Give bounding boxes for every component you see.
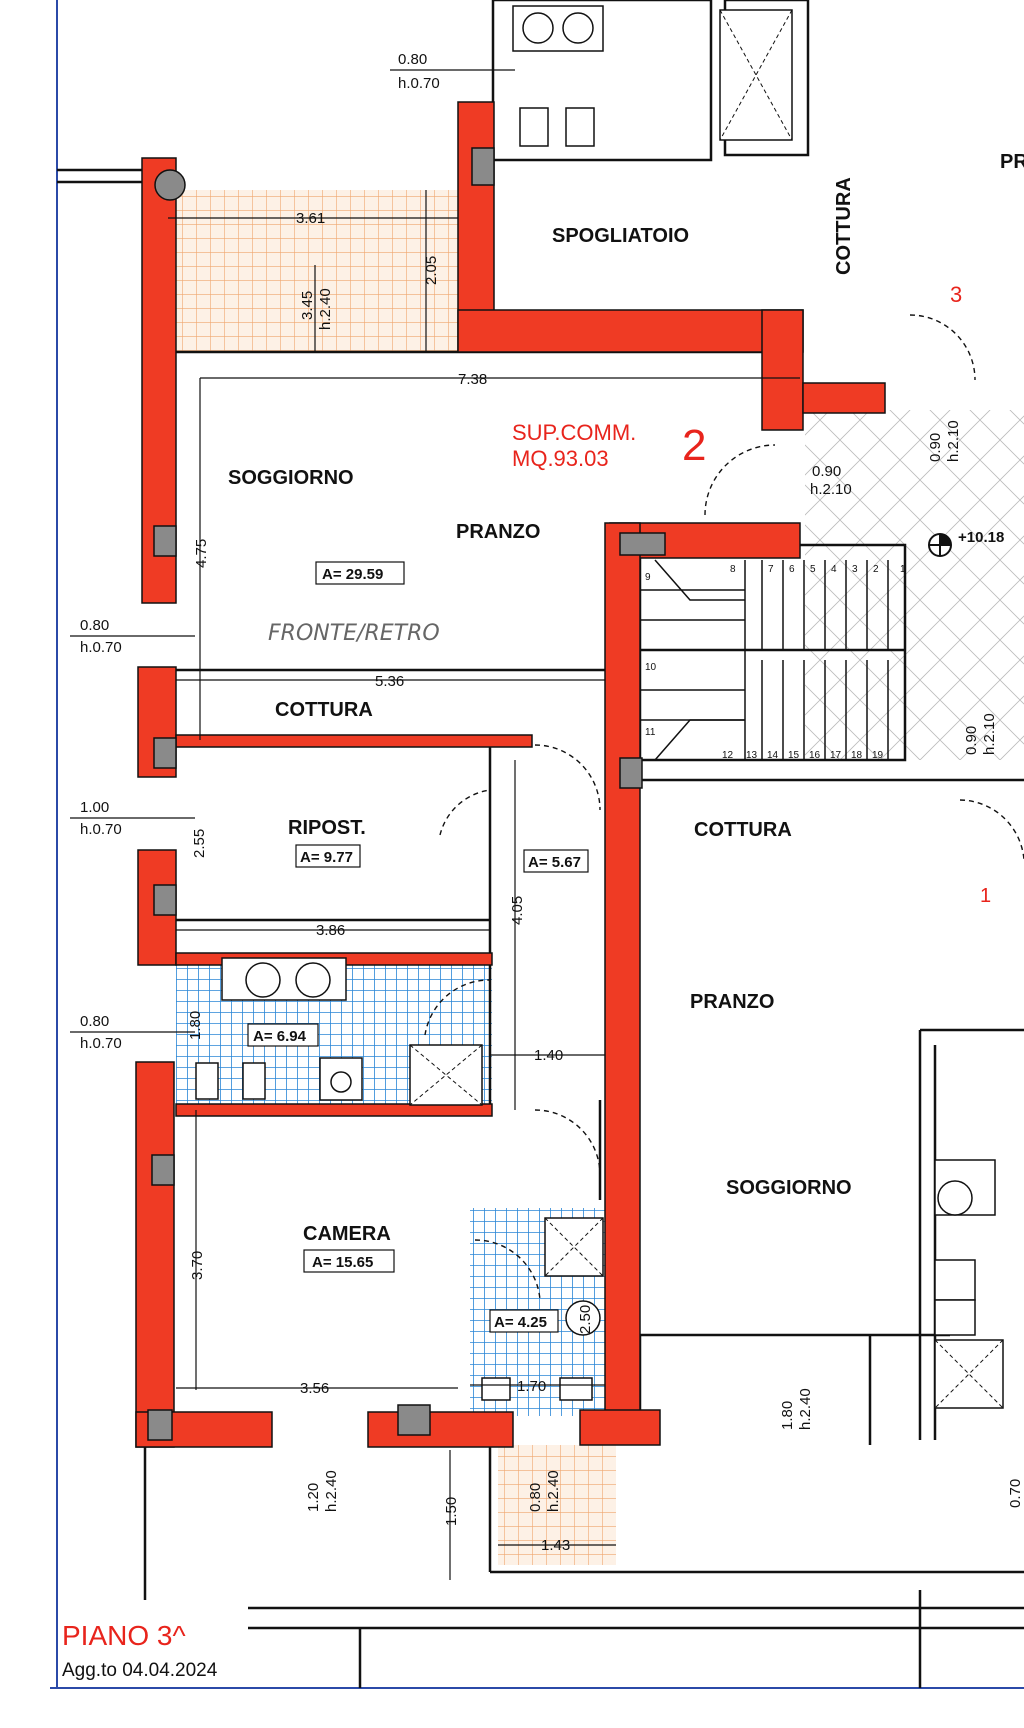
- terrace-tiles: [168, 190, 458, 352]
- stair-numbers: 1 2 3 4 5 6 7 8 9 10 11 12 13 14 15 16 1…: [645, 564, 906, 761]
- stair-step: 6: [789, 564, 795, 575]
- stair-step: 10: [645, 662, 657, 673]
- room-label-cottura-right-vertical: COTTURA: [833, 177, 855, 275]
- window-3-height: h.0.70: [80, 1035, 122, 1052]
- stair-step: 2: [873, 564, 879, 575]
- dim-right-180-h: h.2.40: [797, 1388, 814, 1430]
- stair-step: 16: [809, 750, 821, 761]
- stair-step: 12: [722, 750, 734, 761]
- stair-step: 15: [788, 750, 800, 761]
- dim-bottom-120: 1.20: [305, 1483, 322, 1512]
- stair-step: 7: [768, 564, 774, 575]
- window-2-width: 1.00: [80, 799, 109, 816]
- stair-step: 8: [730, 564, 736, 575]
- room-label-pranzo-right: PRANZO: [690, 991, 774, 1013]
- dim-bottom-120-h: h.2.40: [323, 1470, 340, 1512]
- unit-number-2: 2: [682, 421, 706, 470]
- room-label-cottura-right: COTTURA: [694, 819, 792, 841]
- area-camera: A= 15.65: [312, 1254, 373, 1271]
- stair-step: 18: [851, 750, 863, 761]
- dim-top-080-h: h.0.70: [398, 75, 440, 92]
- level-value: +10.18: [958, 529, 1004, 546]
- stair-step: 13: [746, 750, 758, 761]
- area-corridor: A= 5.67: [528, 854, 581, 871]
- dim-door-090-b-h: h.2.10: [810, 481, 852, 498]
- area-boxes: [247, 561, 589, 1333]
- room-label-soggiorno-top: SOGGIORNO: [228, 467, 354, 489]
- stair-step: 1: [900, 564, 906, 575]
- dim-window-345-h: h.2.40: [317, 288, 334, 330]
- dim-bath-h: 1.80: [187, 1011, 204, 1040]
- sheet-frame: [50, 0, 1024, 1689]
- dim-bottom-080: 0.80: [527, 1483, 544, 1512]
- window-3-width: 0.80: [80, 1013, 109, 1030]
- dim-ripost-w: 3.86: [316, 922, 345, 939]
- bearing-walls: [135, 101, 886, 1448]
- dim-small-bath-w: 1.70: [517, 1378, 546, 1395]
- dim-bottom-080-h: h.2.40: [545, 1470, 562, 1512]
- dim-living-w: 7.38: [458, 371, 487, 388]
- dim-window-345: 3.45: [299, 291, 316, 320]
- stair-step: 5: [810, 564, 816, 575]
- door-swings: [424, 314, 1024, 1301]
- room-label-ripost: RIPOST.: [288, 817, 366, 839]
- unit-number-3: 3: [950, 282, 962, 307]
- stair-step: 17: [830, 750, 842, 761]
- window-1-height: h.0.70: [80, 639, 122, 656]
- room-label-cottura-top: COTTURA: [275, 699, 373, 721]
- update-date: Agg.to 04.04.2024: [62, 1660, 218, 1681]
- dim-door-090-c: 0.90: [963, 726, 980, 755]
- stair-step: 14: [767, 750, 779, 761]
- stair-step: 11: [645, 727, 656, 738]
- window-1-width: 0.80: [80, 617, 109, 634]
- pillars: [147, 147, 666, 1441]
- room-label-soggiorno-right: SOGGIORNO: [726, 1177, 852, 1199]
- room-label-spogliatoio: SPOGLIATOIO: [552, 225, 689, 247]
- room-label-camera: CAMERA: [303, 1223, 391, 1245]
- dim-top-080: 0.80: [398, 51, 427, 68]
- dim-corridor-w: 1.40: [534, 1047, 563, 1064]
- landing-tiles: [805, 410, 1024, 760]
- room-label-pranzo-top: PRANZO: [456, 521, 540, 543]
- area-soggiorno: A= 29.59: [322, 566, 383, 583]
- stair-step: 19: [872, 750, 884, 761]
- dim-balcony-w: 1.43: [541, 1537, 570, 1554]
- area-ripost: A= 9.77: [300, 849, 353, 866]
- dim-ripost-h: 2.55: [191, 829, 208, 858]
- dim-right-180: 1.80: [779, 1401, 796, 1430]
- level-marker: [928, 533, 952, 557]
- dim-terrace-w: 3.61: [296, 210, 325, 227]
- dim-entry-090-a: 0.90: [927, 433, 944, 462]
- dim-living-h: 4.75: [193, 539, 210, 568]
- stair-step: 9: [645, 572, 651, 583]
- dimension-lines: [70, 69, 800, 1580]
- staircase: [640, 559, 889, 761]
- dim-entry-090-a-h: h.2.10: [945, 420, 962, 462]
- stair-step: 3: [852, 564, 858, 575]
- sup-comm-line2: MQ.93.03: [512, 446, 609, 471]
- window-2-height: h.0.70: [80, 821, 122, 838]
- dim-small-bath-h: 2.50: [577, 1305, 594, 1334]
- shower-crosses: [409, 9, 1004, 1409]
- stair-step: 4: [831, 564, 837, 575]
- area-bath-small: A= 4.25: [494, 1314, 547, 1331]
- dim-door-090-b: 0.90: [812, 463, 841, 480]
- dim-corridor-h: 4.05: [509, 896, 526, 925]
- room-label-cut: PR: [1000, 151, 1024, 173]
- unit-number-1: 1: [980, 885, 991, 907]
- sup-comm-line1: SUP.COMM.: [512, 420, 636, 445]
- dim-bottom-150: 1.50: [443, 1497, 460, 1526]
- handwritten-note: FRONTE/RETRO: [268, 621, 440, 646]
- dim-door-090-c-h: h.2.10: [981, 713, 998, 755]
- dim-camera-h: 3.70: [189, 1251, 206, 1280]
- floor-title: PIANO 3^: [62, 1620, 186, 1651]
- dim-terrace-h: 2.05: [423, 256, 440, 285]
- area-bath-big: A= 6.94: [253, 1028, 307, 1045]
- dim-camera-w: 3.56: [300, 1380, 329, 1397]
- dim-right-070: 0.70: [1007, 1479, 1024, 1508]
- dim-kitchen-w: 5.36: [375, 673, 404, 690]
